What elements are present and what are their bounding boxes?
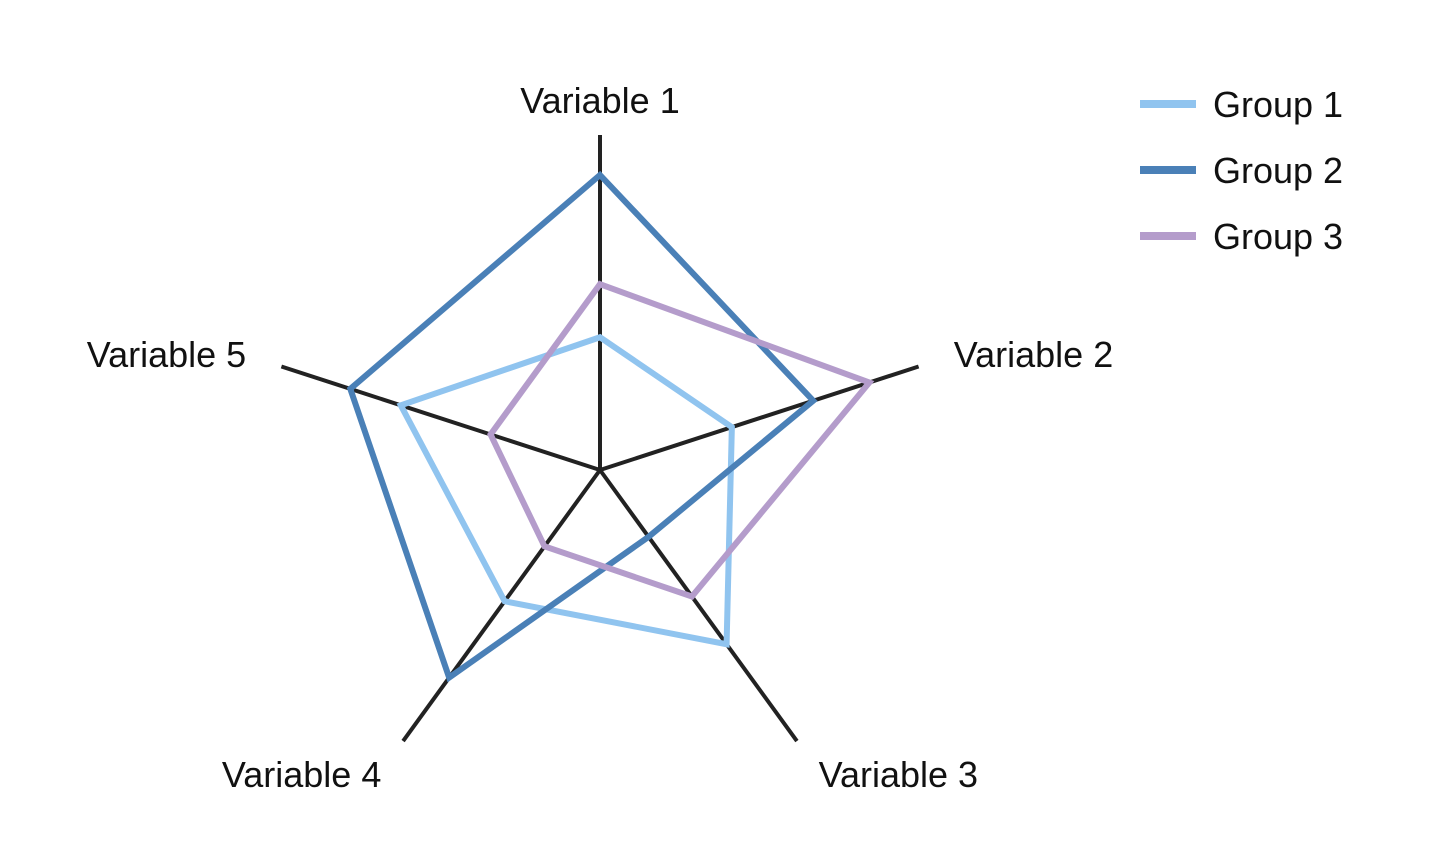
axis-label-4: Variable 4 xyxy=(222,754,381,795)
axis-spoke-5 xyxy=(280,364,601,472)
axis-spoke-4 xyxy=(401,468,602,743)
legend-label-group-1: Group 1 xyxy=(1213,84,1343,125)
legend: Group 1 Group 2 Group 3 xyxy=(1140,84,1343,257)
series-layer xyxy=(346,170,875,683)
series-polygon-group-1 xyxy=(396,333,735,648)
axis-spoke-3 xyxy=(598,468,799,743)
legend-label-group-2: Group 2 xyxy=(1213,150,1343,191)
axis-labels-layer: Variable 1 Variable 2 Variable 3 Variable 4… xyxy=(87,80,1113,795)
series-polygon-group-3 xyxy=(487,280,875,600)
axis-label-1: Variable 1 xyxy=(520,80,679,121)
axis-label-3: Variable 3 xyxy=(819,754,978,795)
axis-label-5: Variable 5 xyxy=(87,334,246,375)
series-polygon-group-2 xyxy=(346,170,818,683)
axis-label-2: Variable 2 xyxy=(954,334,1113,375)
legend-label-group-3: Group 3 xyxy=(1213,216,1343,257)
